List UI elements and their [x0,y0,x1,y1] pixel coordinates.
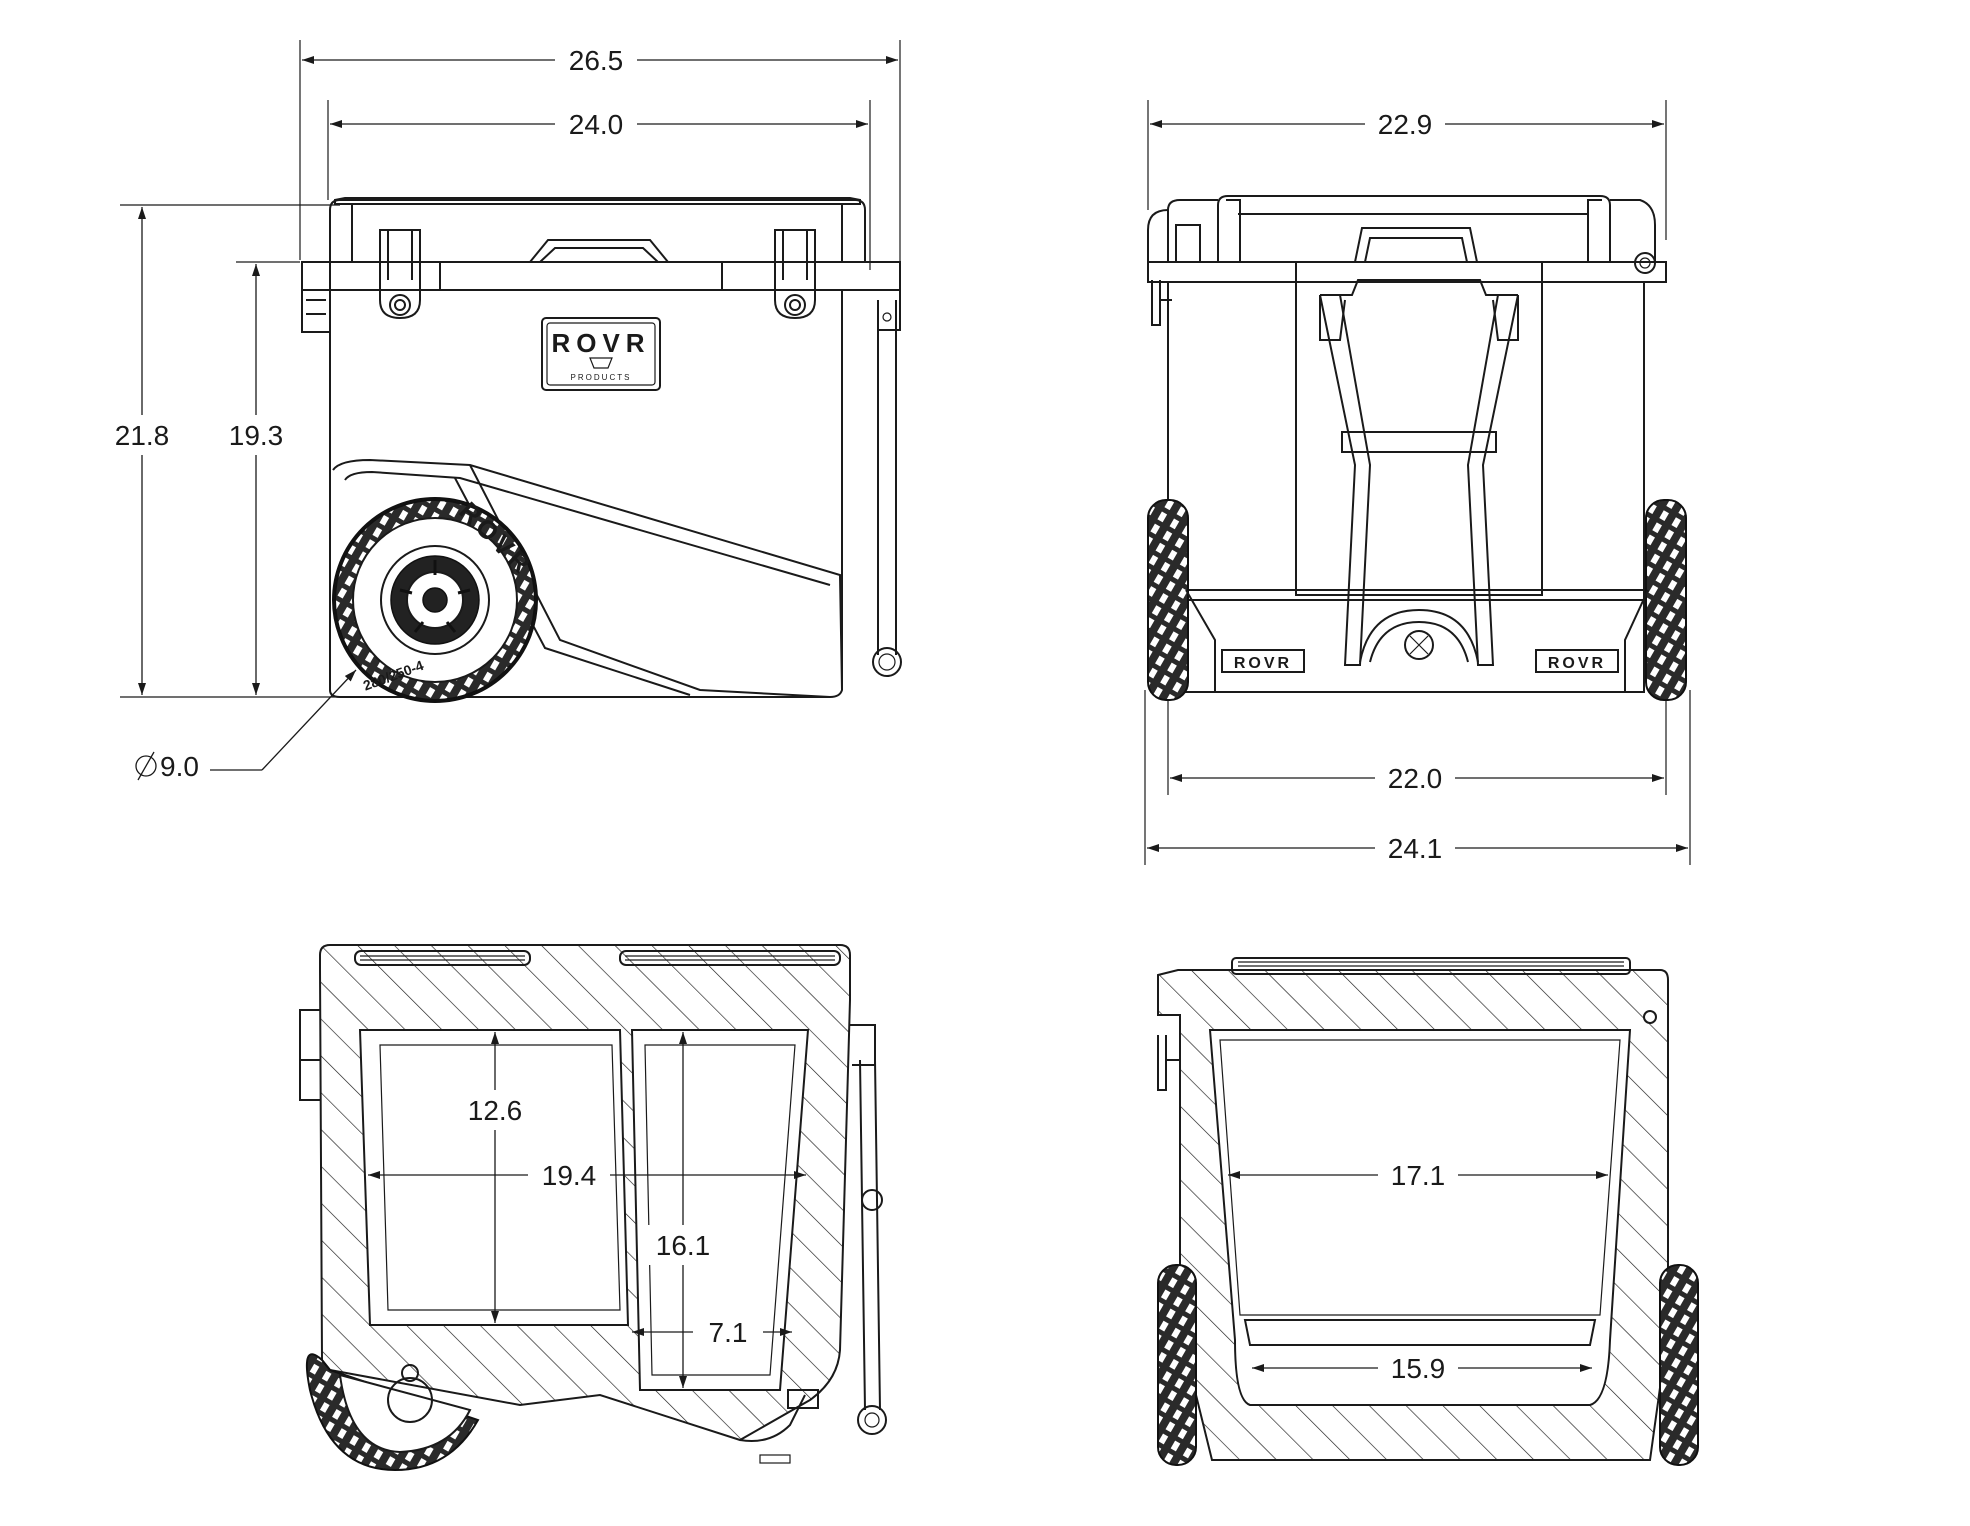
dim-upper-depth: 12.6 [468,1095,523,1126]
dim-body-height: 19.3 [229,420,284,451]
diameter-symbol-icon [135,755,157,777]
dim-body-width: 22.0 [1388,763,1443,794]
dim-overall-width: 24.1 [1388,833,1443,864]
dim-interior-length: 19.4 [542,1160,597,1191]
logo-subtext: PRODUCTS [571,373,632,382]
logo-text: ROVR [551,328,650,358]
front-section-wall [1157,969,1669,1461]
front-logo-right: ROVR [1548,655,1606,672]
side-section-dimensions: 12.6 19.4 16.1 7.1 [368,1032,806,1388]
side-section-view [299,944,887,1472]
dim-wheel-diameter: 9.0 [160,751,199,782]
dim-body-length: 24.0 [569,109,624,140]
section-right-wheel [1659,1264,1699,1466]
front-left-wheel [1147,499,1189,701]
dim-overall-height: 21.8 [115,420,170,451]
front-logo-left: ROVR [1234,655,1292,672]
front-section-dimensions: 17.1 15.9 [1228,1157,1608,1384]
front-view-dimensions: 22.9 22.0 24.1 [1147,106,1688,864]
side-view-dimensions: 26.5 24.0 21.8 19.3 9.0 [105,42,898,782]
side-view: ROVR PRODUCTS ROVR 280/250-4 [120,40,902,703]
front-view: ROVR ROVR [1144,100,1691,865]
dim-step-length: 7.1 [709,1317,748,1348]
dim-overall-length: 26.5 [569,45,624,76]
dim-full-depth: 16.1 [656,1230,711,1261]
section-left-wheel [1157,1264,1197,1466]
dim-bottom-width: 15.9 [1391,1353,1446,1384]
front-section-view [1157,957,1699,1466]
front-right-wheel [1645,499,1687,701]
dim-top-width: 17.1 [1391,1160,1446,1191]
dim-lid-width: 22.9 [1378,109,1433,140]
